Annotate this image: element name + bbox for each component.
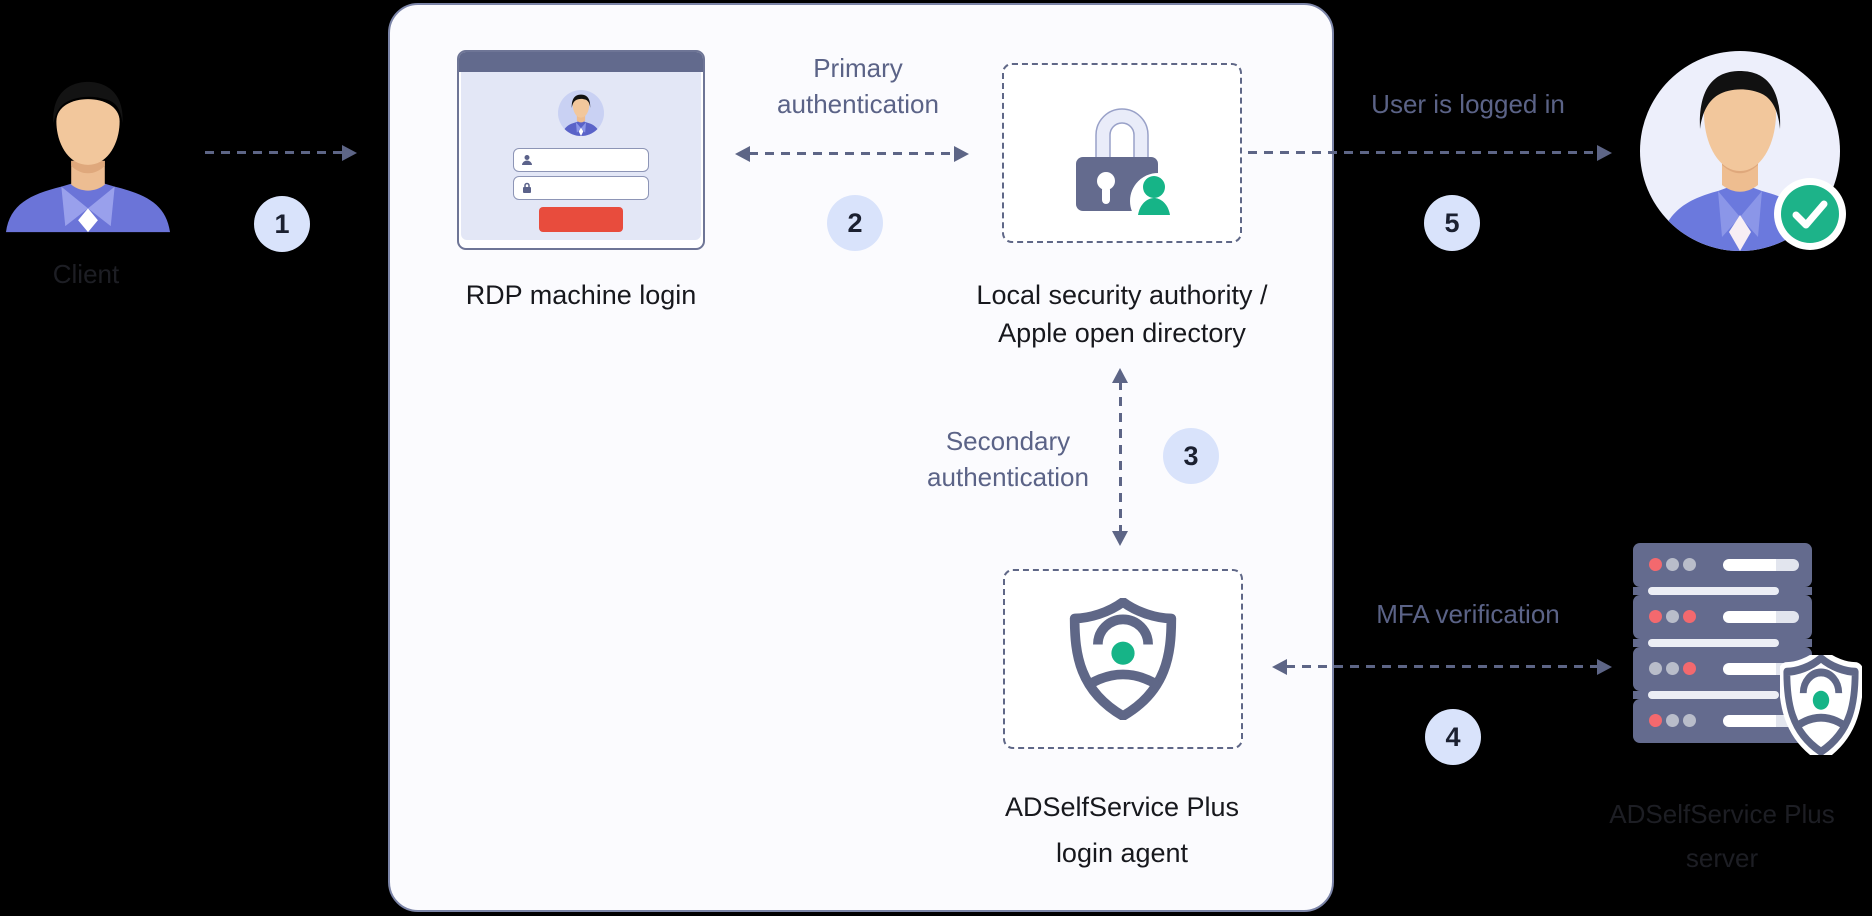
step5-label: User is logged in	[1318, 86, 1618, 122]
mfa-shield-badge-icon	[1780, 655, 1862, 755]
login-button	[539, 207, 623, 232]
step4-badge: 4	[1425, 709, 1481, 765]
server-led	[1649, 714, 1662, 727]
server-led	[1666, 610, 1679, 623]
success-check-badge	[1774, 178, 1846, 250]
adssp-server-label-line1: ADSelfService Plus	[1609, 799, 1835, 829]
adssp-server-rack	[1633, 543, 1812, 743]
adssp-agent-label-line1: ADSelfService Plus	[1004, 792, 1240, 822]
lock-icon	[523, 182, 531, 193]
step4-label-text: MFA verification	[1376, 599, 1560, 629]
server-led	[1683, 610, 1696, 623]
server-led	[1649, 610, 1662, 623]
rdp-window-body	[461, 72, 701, 240]
server-slot	[1723, 559, 1799, 571]
user-icon	[522, 155, 532, 165]
arrow-step3	[1111, 368, 1129, 546]
lsa-label-line1: Local security authority /	[976, 280, 1268, 310]
step2-label-line1: Primary	[813, 53, 903, 83]
step3-label-line2: authentication	[927, 462, 1089, 492]
step3-number: 3	[1183, 440, 1199, 471]
lsa-label-line2: Apple open directory	[998, 318, 1246, 348]
step3-badge: 3	[1163, 428, 1219, 484]
check-icon	[1792, 200, 1828, 229]
adssp-login-agent-box	[1003, 569, 1243, 749]
rdp-avatar-person-icon	[562, 94, 600, 136]
arrowhead-down-icon	[1112, 531, 1128, 546]
server-led	[1666, 558, 1679, 571]
rdp-login-window	[457, 50, 705, 250]
step2-label-line2: authentication	[777, 89, 939, 119]
step5-badge: 5	[1424, 195, 1480, 251]
local-security-authority-box	[1002, 63, 1242, 243]
step2-badge: 2	[827, 195, 883, 251]
rdp-window-titlebar	[459, 52, 703, 72]
step5-label-text: User is logged in	[1371, 89, 1565, 119]
server-led	[1666, 662, 1679, 675]
arrowhead-right-icon	[342, 144, 357, 161]
server-led	[1683, 558, 1696, 571]
server-led	[1666, 714, 1679, 727]
step5-number: 5	[1444, 207, 1460, 238]
adssp-server-label-line2: server	[1685, 843, 1759, 873]
adssp-login-agent-label: ADSelfService Plus login agent	[952, 784, 1292, 876]
username-field	[513, 148, 649, 172]
client-label: Client	[52, 259, 120, 289]
server-unit	[1633, 543, 1812, 587]
arrowhead-right-icon	[954, 145, 969, 162]
rdp-user-avatar	[558, 90, 604, 136]
password-field	[513, 176, 649, 200]
server-slot	[1723, 611, 1799, 623]
step1-number: 1	[274, 208, 290, 239]
arrow-step2	[735, 145, 969, 162]
arrowhead-right-icon	[1597, 144, 1612, 161]
arrowhead-up-icon	[1112, 368, 1128, 383]
client-person-icon	[5, 81, 171, 233]
step3-label: Secondary authentication	[858, 423, 1158, 495]
arrow-step1	[205, 144, 357, 161]
step2-number: 2	[847, 207, 863, 238]
server-led	[1683, 714, 1696, 727]
server-led	[1683, 662, 1696, 675]
arrow-step5	[1248, 144, 1612, 161]
step1-badge: 1	[254, 196, 310, 252]
padlock-user-icon	[1076, 108, 1182, 217]
arrowhead-left-icon	[735, 145, 750, 162]
server-led	[1649, 558, 1662, 571]
adssp-server-label: ADSelfService Plus server	[1572, 792, 1872, 880]
adssp-agent-label-line2: login agent	[1055, 838, 1189, 868]
step4-label: MFA verification	[1318, 596, 1618, 632]
server-unit	[1633, 595, 1812, 639]
arrowhead-left-icon	[1272, 658, 1287, 675]
arrow-step4	[1272, 658, 1612, 675]
local-security-authority-label: Local security authority / Apple open di…	[952, 276, 1292, 352]
step3-label-line1: Secondary	[945, 426, 1071, 456]
rdp-window-label: RDP machine login	[465, 280, 697, 310]
server-slot	[1723, 715, 1799, 727]
arrowhead-right-icon	[1597, 658, 1612, 675]
server-led	[1649, 662, 1662, 675]
step2-label: Primary authentication	[708, 50, 1008, 122]
step4-number: 4	[1445, 721, 1461, 752]
adssp-shield-icon	[1069, 598, 1177, 720]
